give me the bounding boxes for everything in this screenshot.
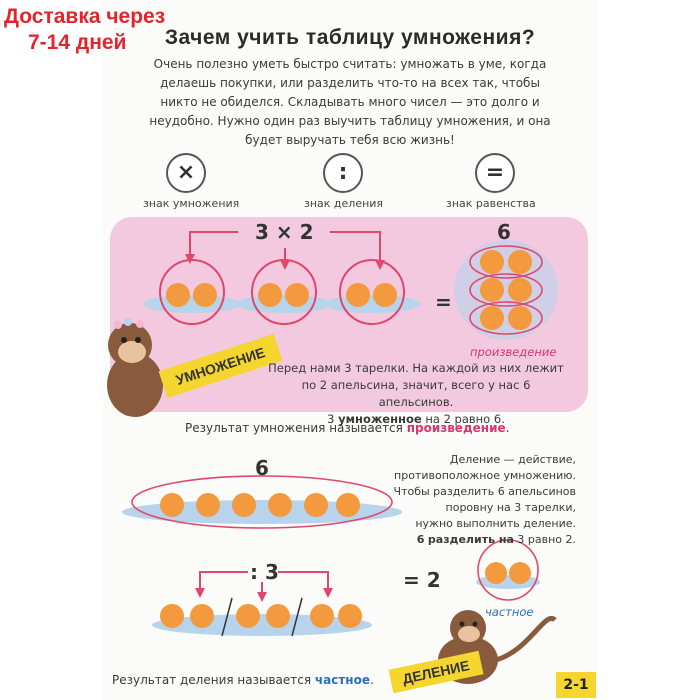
product-label: произведение xyxy=(470,345,557,359)
div-summary-text: Результат деления называется xyxy=(112,673,312,687)
divide-sign-icon: : xyxy=(323,153,363,193)
division-equals: = 2 xyxy=(403,568,441,592)
equals-sign-caption: знак равенства xyxy=(446,197,536,210)
quotient-label: частное xyxy=(485,605,534,619)
div-arrow-left xyxy=(199,571,248,590)
div-expl-3: Чтобы разделить 6 апельсинов xyxy=(393,485,576,498)
expl-line-1: Перед нами 3 тарелки. На каждой из них л… xyxy=(268,361,564,375)
delivery-promo: Доставка через 7-14 дней xyxy=(4,4,165,56)
div-summary-term: частное xyxy=(314,673,370,687)
multiply-sign-caption: знак умножения xyxy=(143,197,240,210)
division-big-plate xyxy=(122,475,402,529)
div-expl-6: 6 разделить на 3 равно 2. xyxy=(390,532,576,548)
div-expl-2: противоположное умножению. xyxy=(394,469,576,482)
div-expl-6a: 6 xyxy=(416,533,425,546)
mult-summary-term: произведение xyxy=(406,421,506,435)
div-arrow-right xyxy=(278,571,329,590)
promo-line-2: 7-14 дней xyxy=(28,31,127,54)
quotient-plate xyxy=(476,539,540,601)
arrow-left-head xyxy=(185,254,195,264)
arrow-right-path xyxy=(330,231,381,262)
division-expression: : 3 xyxy=(250,560,279,584)
result-plate xyxy=(454,240,558,340)
plate-3 xyxy=(324,259,420,325)
division-explanation: Деление — действие, противоположное умно… xyxy=(390,452,576,548)
page-title: Зачем учить таблицу умножения? xyxy=(164,26,536,49)
plate-1 xyxy=(144,259,240,325)
multiplication-expression: 3 × 2 xyxy=(255,220,314,244)
arrow-left-path xyxy=(189,231,238,256)
multiplication-summary: Результат умножения называется произведе… xyxy=(185,420,509,437)
multiply-sign-icon: × xyxy=(166,153,206,193)
arrow-middle-head xyxy=(280,260,290,270)
multiplication-explanation: Перед нами 3 тарелки. На каждой из них л… xyxy=(266,360,566,428)
expl-3b: умноженное xyxy=(338,412,422,426)
div-expl-6c: 3 равно 2. xyxy=(517,533,576,546)
div-expl-6b: разделить на xyxy=(427,533,514,546)
div-expl-5: нужно выполнить деление. xyxy=(415,517,576,530)
page-number: 2-1 xyxy=(556,672,596,698)
div-summary-dot: . xyxy=(369,673,374,687)
expl-3a: 3 xyxy=(327,412,335,426)
expl-3c: на 2 равно 6. xyxy=(425,412,505,426)
multiplication-equals: = xyxy=(435,290,452,314)
div-expl-4: поровну на 3 тарелки, xyxy=(445,501,576,514)
division-total: 6 xyxy=(255,456,269,480)
multiplication-result: 6 xyxy=(497,220,511,244)
divide-sign-caption: знак деления xyxy=(304,197,384,210)
mult-summary-text: Результат умножения называется xyxy=(185,421,403,435)
intro-paragraph: Очень полезно уметь быстро считать: умно… xyxy=(149,57,551,147)
promo-line-1: Доставка через xyxy=(4,5,166,28)
monkey-illustration-top xyxy=(107,318,163,417)
equals-sign-icon: = xyxy=(475,153,515,193)
mult-summary-dot: . xyxy=(505,421,510,435)
expl-line-3: 3 умноженное на 2 равно 6. xyxy=(266,411,566,428)
plate-2 xyxy=(236,259,332,325)
expl-line-2: по 2 апельсина, значит, всего у нас 6 ап… xyxy=(301,378,531,409)
div-expl-1: Деление — действие, xyxy=(449,453,576,466)
division-summary: Результат деления называется частное. xyxy=(112,672,374,689)
division-split-plate xyxy=(152,597,372,637)
